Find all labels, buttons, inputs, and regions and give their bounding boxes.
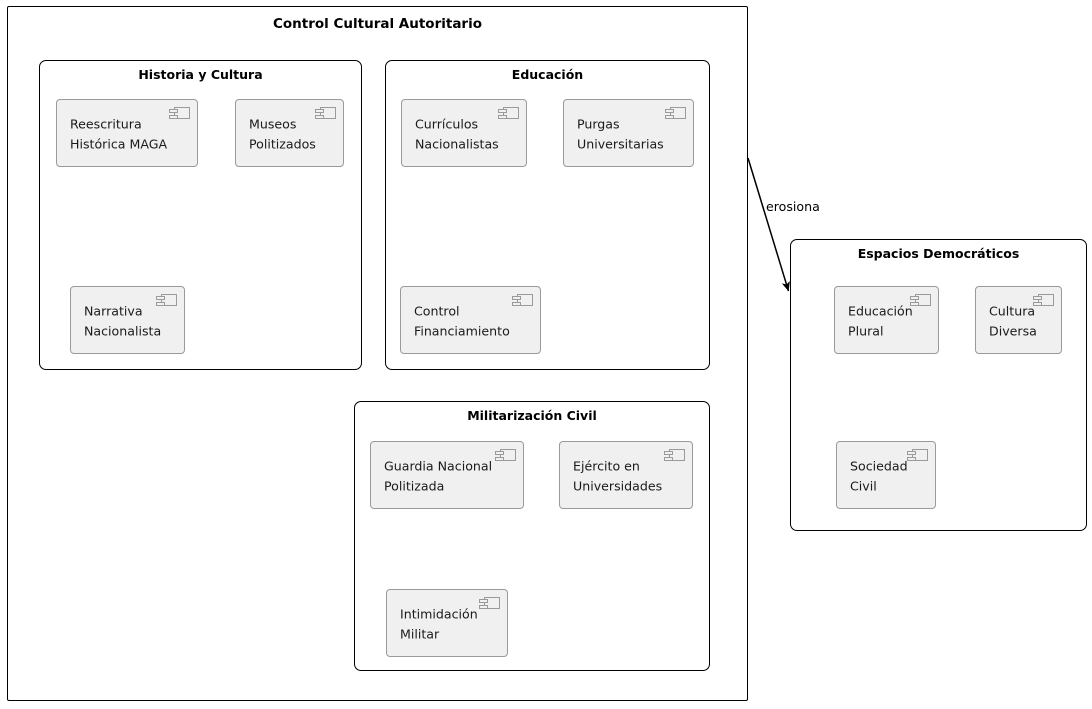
component-label: Purgas Universitarias — [577, 116, 664, 151]
edge-erosiona-line — [747, 157, 790, 292]
package-title-educacion: Educación — [511, 67, 584, 82]
component-label: Currículos Nacionalistas — [415, 116, 499, 151]
edge-label-erosiona: erosiona — [766, 199, 820, 214]
component-curriculos-nacionalistas[interactable]: Currículos Nacionalistas — [401, 99, 527, 167]
package-title-espacios-democraticos: Espacios Democráticos — [857, 246, 1020, 261]
component-reescritura-historica-maga[interactable]: Reescritura Histórica MAGA — [56, 99, 198, 167]
component-museos-politizados[interactable]: Museos Politizados — [235, 99, 344, 167]
component-guardia-nacional-politizada[interactable]: Guardia Nacional Politizada — [370, 441, 524, 509]
component-label: Control Financiamiento — [414, 303, 510, 338]
component-intimidacion-militar[interactable]: Intimidación Militar — [386, 589, 508, 657]
uml-component-icon — [156, 293, 177, 307]
component-ejercito-en-universidades[interactable]: Ejército en Universidades — [559, 441, 693, 509]
uml-component-icon — [665, 106, 686, 120]
component-label: Reescritura Histórica MAGA — [70, 116, 168, 151]
uml-component-icon — [495, 448, 516, 462]
uml-component-icon — [664, 448, 685, 462]
component-label: Sociedad Civil — [850, 458, 908, 493]
package-title-control-cultural-autoritario: Control Cultural Autoritario — [272, 16, 482, 32]
component-cultura-diversa[interactable]: Cultura Diversa — [975, 286, 1062, 354]
component-label: Ejército en Universidades — [573, 458, 663, 493]
uml-component-icon — [315, 106, 336, 120]
uml-component-icon — [479, 596, 500, 610]
component-label: Educación Plural — [848, 303, 913, 338]
uml-component-icon — [1033, 293, 1054, 307]
component-label: Museos Politizados — [249, 116, 316, 151]
uml-component-icon — [512, 293, 533, 307]
uml-component-icon — [498, 106, 519, 120]
component-educacion-plural[interactable]: Educación Plural — [834, 286, 939, 354]
uml-component-icon — [910, 293, 931, 307]
component-purgas-universitarias[interactable]: Purgas Universitarias — [563, 99, 694, 167]
component-label: Guardia Nacional Politizada — [384, 458, 493, 493]
package-title-militarizacion-civil: Militarización Civil — [467, 408, 597, 423]
component-label: Intimidación Militar — [400, 606, 478, 641]
uml-component-icon — [907, 448, 928, 462]
component-label: Cultura Diversa — [989, 303, 1037, 338]
uml-component-icon — [169, 106, 190, 120]
component-sociedad-civil[interactable]: Sociedad Civil — [836, 441, 936, 509]
package-espacios-democraticos[interactable]: Espacios Democráticos — [790, 239, 1087, 531]
component-label: Narrativa Nacionalista — [84, 303, 162, 338]
package-title-historia-y-cultura: Historia y Cultura — [138, 67, 263, 82]
component-narrativa-nacionalista[interactable]: Narrativa Nacionalista — [70, 286, 185, 354]
component-control-financiamiento[interactable]: Control Financiamiento — [400, 286, 541, 354]
